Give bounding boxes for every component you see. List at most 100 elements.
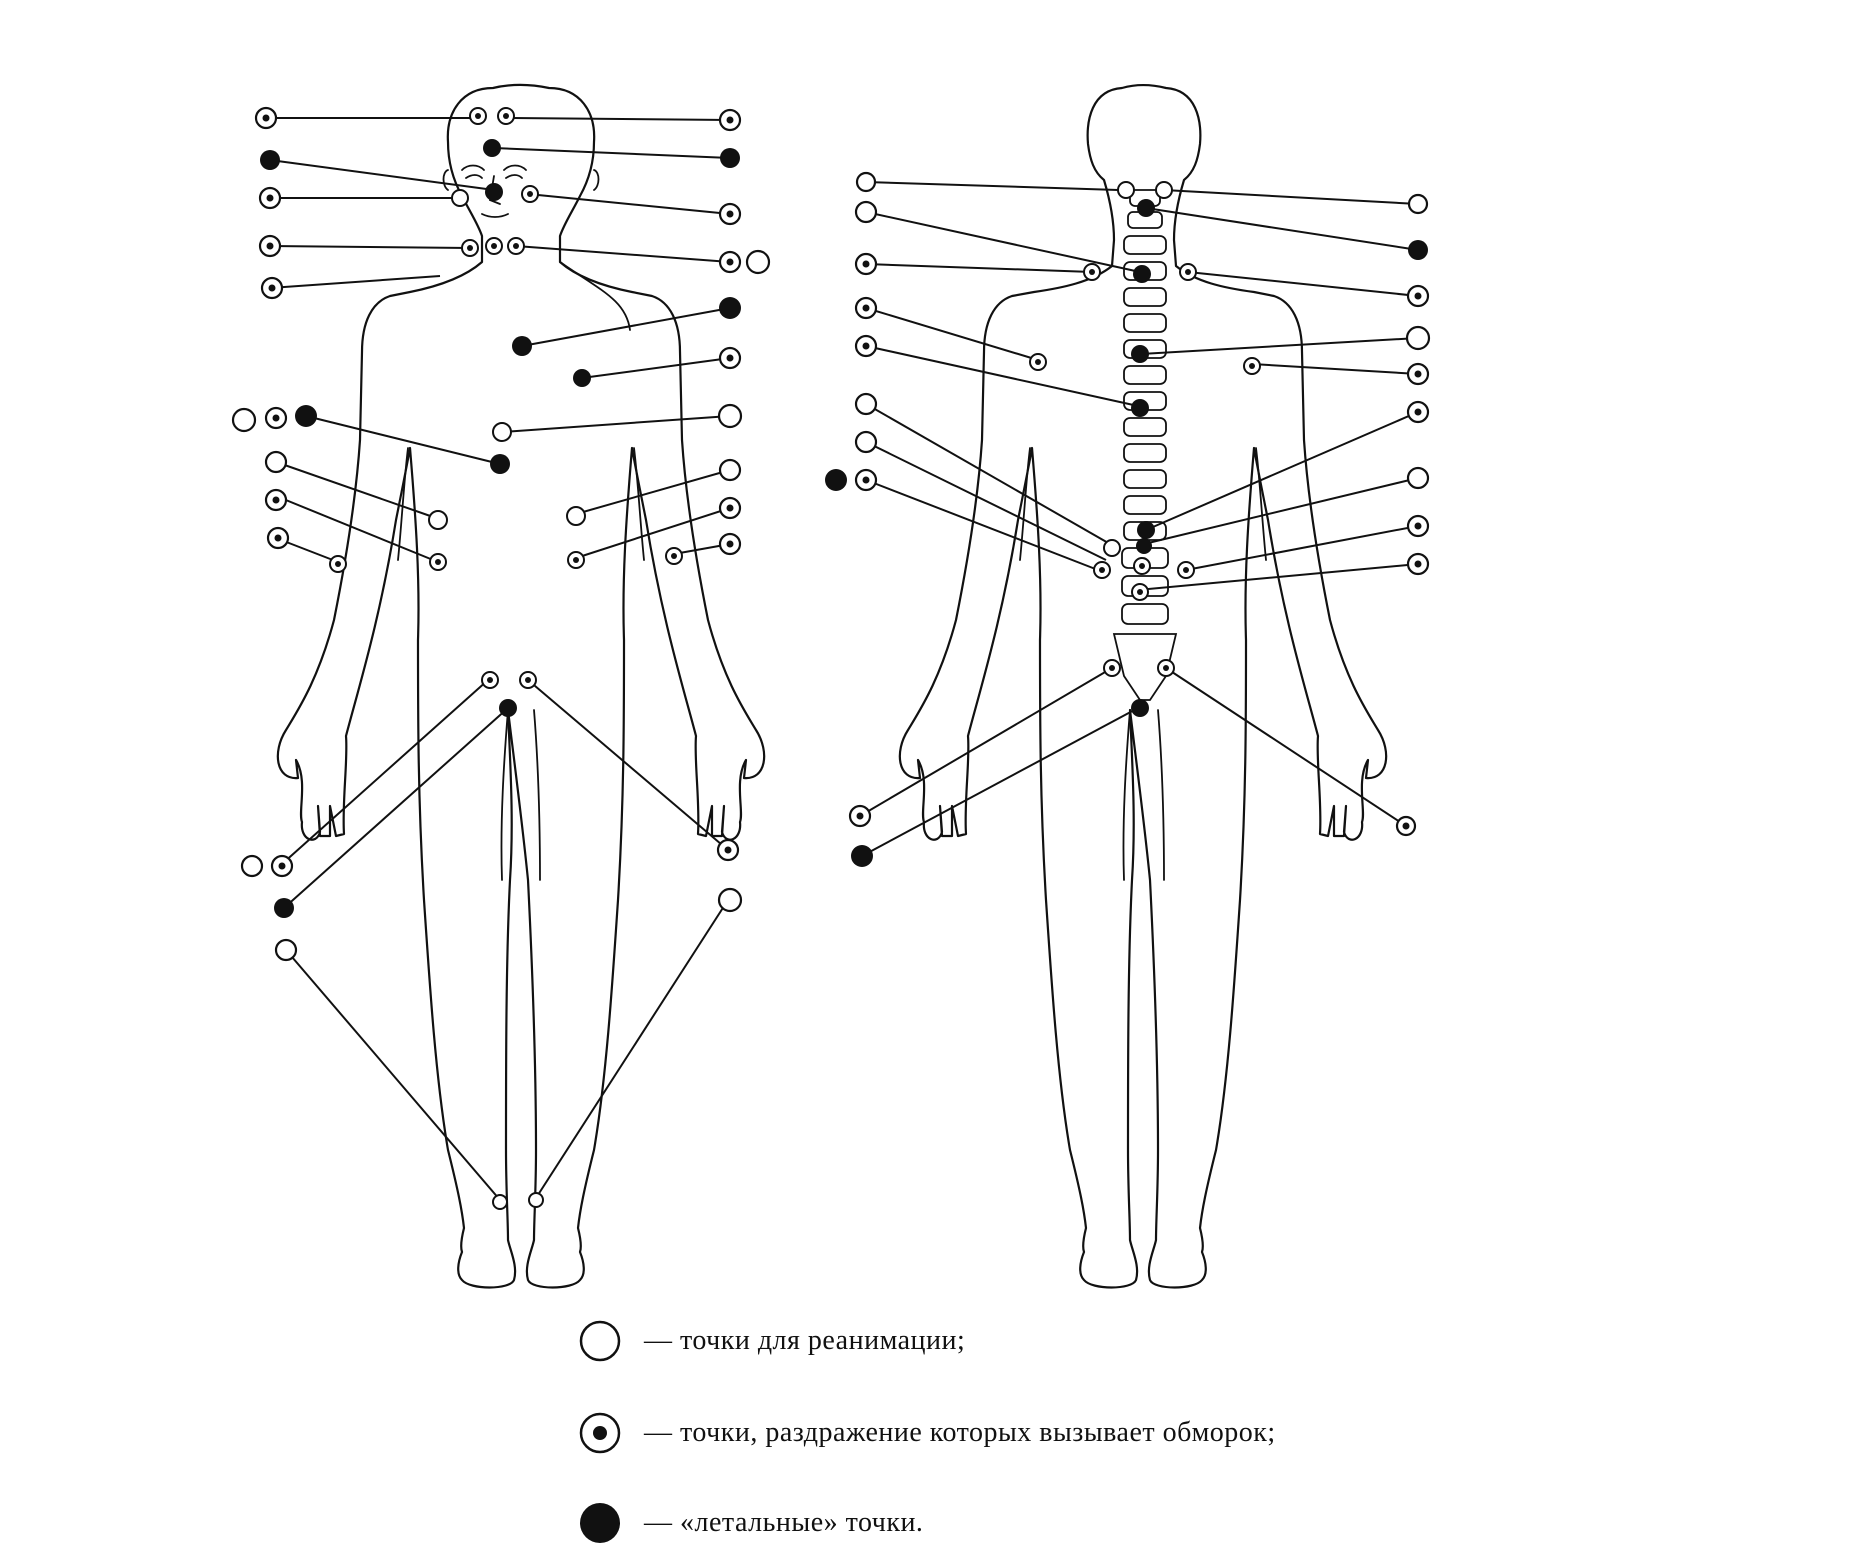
faint-point <box>260 276 284 300</box>
faint-point <box>716 838 740 862</box>
lethal-point-icon <box>580 1503 620 1543</box>
faint-point <box>497 107 515 125</box>
reanimation-point-icon <box>579 1320 621 1362</box>
lethal-point <box>1408 240 1428 260</box>
faint-point <box>718 496 742 520</box>
reanimation-point <box>717 403 743 429</box>
faint-point-icon <box>579 1412 621 1454</box>
faint-point <box>1406 552 1430 576</box>
reanimation-point <box>1155 181 1173 199</box>
reanimation-point <box>854 200 878 224</box>
reanimation-point <box>1103 539 1121 557</box>
lethal-point <box>295 405 317 427</box>
reanimation-point <box>451 189 469 207</box>
legend-row-faint: — точки, раздражение которых вызывает об… <box>578 1408 1276 1458</box>
faint-point <box>1179 263 1197 281</box>
faint-point <box>264 488 288 512</box>
reanimation-point <box>1407 193 1429 215</box>
faint-point <box>481 671 499 689</box>
lethal-point <box>485 183 503 201</box>
faint-point <box>718 250 742 274</box>
back-points <box>825 171 1431 867</box>
faint-point <box>1131 583 1149 601</box>
faint-point <box>485 237 503 255</box>
faint-point <box>521 185 539 203</box>
faint-point <box>718 108 742 132</box>
reanimation-point <box>492 422 512 442</box>
reanimation-point <box>854 392 878 416</box>
faint-point <box>854 468 878 492</box>
legend-row-lethal: — «летальные» точки. <box>578 1498 923 1548</box>
lethal-point <box>1137 521 1155 539</box>
faint-point <box>1406 284 1430 308</box>
lethal-point <box>1131 699 1149 717</box>
faint-point <box>718 202 742 226</box>
faint-point <box>270 854 294 878</box>
faint-point <box>329 555 347 573</box>
lethal-point <box>483 139 501 157</box>
reanimation-point <box>274 938 298 962</box>
reanimation-point <box>1406 466 1430 490</box>
faint-point <box>1395 815 1417 837</box>
faint-point <box>258 186 282 210</box>
reanimation-point <box>528 1192 544 1208</box>
reanimation-point <box>1405 325 1431 351</box>
faint-point <box>854 296 878 320</box>
lethal-point <box>1131 345 1149 363</box>
reanimation-point <box>1117 181 1135 199</box>
reanimation-point <box>428 510 448 530</box>
faint-point <box>854 252 878 276</box>
front-points <box>231 106 771 1210</box>
legend-text-faint: — точки, раздражение которых вызывает об… <box>644 1417 1276 1448</box>
legend-text-lethal: — «летальные» точки. <box>644 1507 924 1538</box>
faint-point <box>567 551 585 569</box>
lethal-point <box>720 148 740 168</box>
reanimation-point <box>854 430 878 454</box>
faint-point <box>254 106 278 130</box>
faint-point <box>519 671 537 689</box>
reanimation-point <box>717 887 743 913</box>
lethal-point <box>1133 265 1151 283</box>
faint-point <box>848 804 872 828</box>
reanimation-point <box>745 249 771 275</box>
front-body-outline <box>276 83 766 1289</box>
faint-point <box>1157 659 1175 677</box>
back-leader-lines <box>859 181 1419 857</box>
reanimation-point <box>566 506 586 526</box>
spine <box>1112 189 1178 701</box>
faint-point <box>1083 263 1101 281</box>
lethal-point <box>825 469 847 491</box>
reanimation-point <box>264 450 288 474</box>
faint-point <box>469 107 487 125</box>
lethal-point <box>1137 199 1155 217</box>
legend-row-reanimation: — точки для реанимации; <box>578 1316 965 1366</box>
faint-point <box>1029 353 1047 371</box>
back-body-outline <box>898 83 1388 1289</box>
lethal-point <box>260 150 280 170</box>
legend-text-reanimation: — точки для реанимации; <box>644 1325 966 1356</box>
lethal-point <box>274 898 294 918</box>
faint-point <box>1093 561 1111 579</box>
lethal-point <box>499 699 517 717</box>
front-leader-lines <box>269 117 731 1201</box>
faint-point <box>1103 659 1121 677</box>
faint-point <box>1133 557 1151 575</box>
lethal-point <box>573 369 591 387</box>
faint-point <box>1177 561 1195 579</box>
reanimation-point <box>240 854 264 878</box>
faint-point <box>429 553 447 571</box>
faint-point <box>266 526 290 550</box>
lethal-point <box>851 845 873 867</box>
faint-point <box>258 234 282 258</box>
faint-point <box>507 237 525 255</box>
lethal-point <box>512 336 532 356</box>
faint-point <box>1406 514 1430 538</box>
lethal-point <box>1136 538 1152 554</box>
lethal-point <box>490 454 510 474</box>
faint-point <box>461 239 479 257</box>
faint-point <box>718 532 742 556</box>
reanimation-point <box>718 458 742 482</box>
faint-point <box>1406 362 1430 386</box>
lethal-point <box>719 297 741 319</box>
